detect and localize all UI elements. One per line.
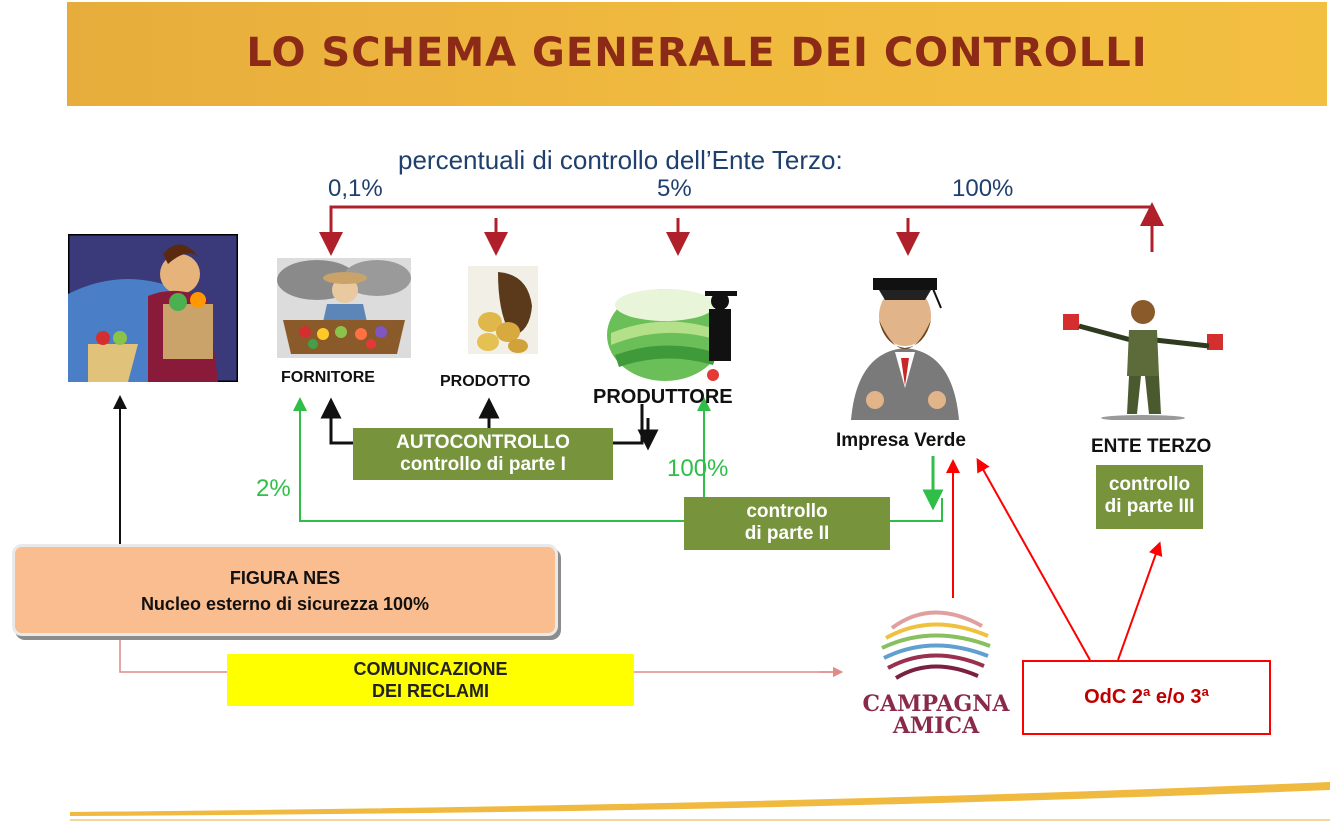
autocontrollo-title: AUTOCONTROLLO — [396, 432, 570, 453]
produttore-label: PRODUTTORE — [593, 386, 733, 408]
autocontrollo-subtitle: controllo di parte I — [400, 454, 566, 475]
campagna-line1: CAMPAGNA — [862, 691, 1010, 717]
market-vendor-icon — [277, 258, 411, 358]
parte-iii-line2: di parte III — [1104, 496, 1195, 517]
parte-iii-line1: controllo — [1108, 474, 1191, 495]
professor-icon — [851, 278, 959, 420]
title-banner — [67, 2, 1327, 106]
figura-nes-box: FIGURA NES Nucleo esterno di sicurezza 1… — [12, 544, 558, 636]
flagman-icon — [1063, 300, 1223, 420]
fornitore-label: FORNITORE — [281, 369, 375, 386]
impresa-verde-label: Impresa Verde — [836, 430, 966, 451]
percent-high: 100% — [952, 175, 1014, 202]
ente-terzo-label: ENTE TERZO — [1091, 436, 1212, 457]
percent-header: percentuali di controllo dell’Ente Terzo… — [398, 145, 843, 175]
farmer-field-icon — [607, 289, 737, 381]
potatoes-icon — [468, 266, 538, 354]
parte-ii-line2: di parte II — [744, 523, 830, 544]
campagna-amica-text: CAMPAGNA AMICA — [856, 693, 1016, 737]
prodotto-label: PRODOTTO — [440, 373, 531, 390]
campagna-amica-logo — [881, 610, 991, 680]
percent-low: 0,1% — [328, 175, 383, 202]
autocontrollo-box: AUTOCONTROLLO controllo di parte I — [353, 428, 613, 480]
reclami-box: COMUNICAZIONE DEI RECLAMI — [227, 654, 634, 706]
reclami-line2: DEI RECLAMI — [372, 681, 489, 701]
odc-box: OdC 2ª e/o 3ª — [1022, 660, 1271, 735]
parte-ii-line1: controllo — [746, 501, 828, 522]
page-title: LO SCHEMA GENERALE DEI CONTROLLI — [246, 30, 1148, 76]
campagna-line2: AMICA — [892, 713, 980, 739]
percent-mid: 5% — [657, 175, 692, 202]
reclami-line1: COMUNICAZIONE — [353, 659, 508, 679]
parte-ii-box: controllo di parte II — [684, 497, 890, 550]
parte-iii-box: controllo di parte III — [1096, 465, 1203, 529]
percent-2: 2% — [256, 475, 291, 502]
shopper-icon — [68, 234, 238, 382]
percent-100-green: 100% — [667, 455, 729, 482]
ente-terzo-bracket — [329, 205, 1154, 252]
nes-title: FIGURA NES — [229, 568, 341, 588]
nes-subtitle: Nucleo esterno di sicurezza 100% — [140, 594, 430, 614]
